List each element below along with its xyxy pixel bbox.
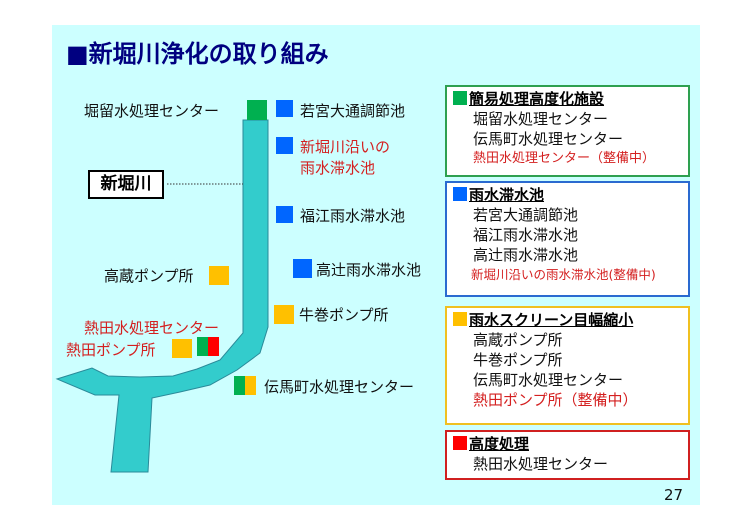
red-marker-atsuta-center [208,337,219,356]
legend-rainwater-storage: 雨水滞水池 若宮大通調節池 福江雨水滞水池 高辻雨水滞水池 新堀川沿いの雨水滞水… [445,181,690,297]
legend-heading: 高度処理 [469,435,530,453]
green-marker-atsuta-center [197,337,208,356]
legend-heading: 簡易処理高度化施設 [469,90,605,108]
legend-advanced-simple-treatment: 簡易処理高度化施設 堀留水処理センター 伝馬町水処理センター 熱田水処理センター… [445,85,690,177]
legend-item: 伝馬町水処理センター [473,130,624,148]
legend-heading: 雨水滞水池 [469,186,545,204]
label-shinhorikawa-1: 新堀川沿いの [300,138,391,156]
green-marker-denmacho [234,376,245,395]
label-wakamiya: 若宮大通調節池 [300,102,406,120]
river-name-box: 新堀川 [88,170,164,199]
blue-marker-wakamiya [276,100,293,117]
legend-heading: 雨水スクリーン目幅縮小 [469,311,634,329]
legend-item: 堀留水処理センター [473,110,609,128]
blue-marker-shinhorikawa [276,137,293,154]
blue-square-icon [453,187,467,201]
label-horidome: 堀留水処理センター [84,102,220,120]
legend-item-pending: 熱田ポンプ所（整備中） [473,391,638,409]
green-square-icon [453,91,467,105]
legend-item-pending: 熱田水処理センター（整備中） [473,151,656,166]
legend-item: 高蔵ポンプ所 [473,331,563,349]
legend-advanced-treatment: 高度処理 熱田水処理センター [445,430,690,480]
label-shinhorikawa-2: 雨水滞水池 [300,159,376,177]
legend-screen-mesh-reduction: 雨水スクリーン目幅縮小 高蔵ポンプ所 牛巻ポンプ所 伝馬町水処理センター 熱田ポ… [445,306,690,425]
legend-item: 高辻雨水滞水池 [473,246,579,264]
yellow-marker-ushimaki [274,305,294,324]
label-denmacho: 伝馬町水処理センター [264,378,415,396]
legend-item: 伝馬町水処理センター [473,371,624,389]
page-title: ■新堀川浄化の取り組み [66,40,329,68]
label-takatsuji: 高辻雨水滞水池 [316,261,422,279]
yellow-square-icon [453,312,467,326]
legend-item: 熱田水処理センター [473,455,609,473]
yellow-marker-denmacho [245,376,256,395]
legend-item-pending: 新堀川沿いの雨水滞水池(整備中) [471,267,656,282]
label-ushimaki: 牛巻ポンプ所 [299,306,389,324]
blue-marker-fukue [276,206,293,223]
red-square-icon [453,436,467,450]
legend-item: 牛巻ポンプ所 [473,351,563,369]
label-takakura: 高蔵ポンプ所 [104,267,194,285]
green-marker-horidome [247,100,267,120]
label-atsuta-center: 熱田水処理センター [84,319,220,337]
blue-marker-takatsuji [293,259,312,278]
label-atsuta-pump: 熱田ポンプ所 [66,341,156,359]
river-shape [55,119,269,473]
page-number: 27 [664,486,684,504]
yellow-marker-atsuta-pump [172,339,192,358]
label-fukue: 福江雨水滞水池 [300,207,406,225]
legend-item: 若宮大通調節池 [473,206,579,224]
legend-item: 福江雨水滞水池 [473,226,579,244]
yellow-marker-takakura [209,266,229,285]
